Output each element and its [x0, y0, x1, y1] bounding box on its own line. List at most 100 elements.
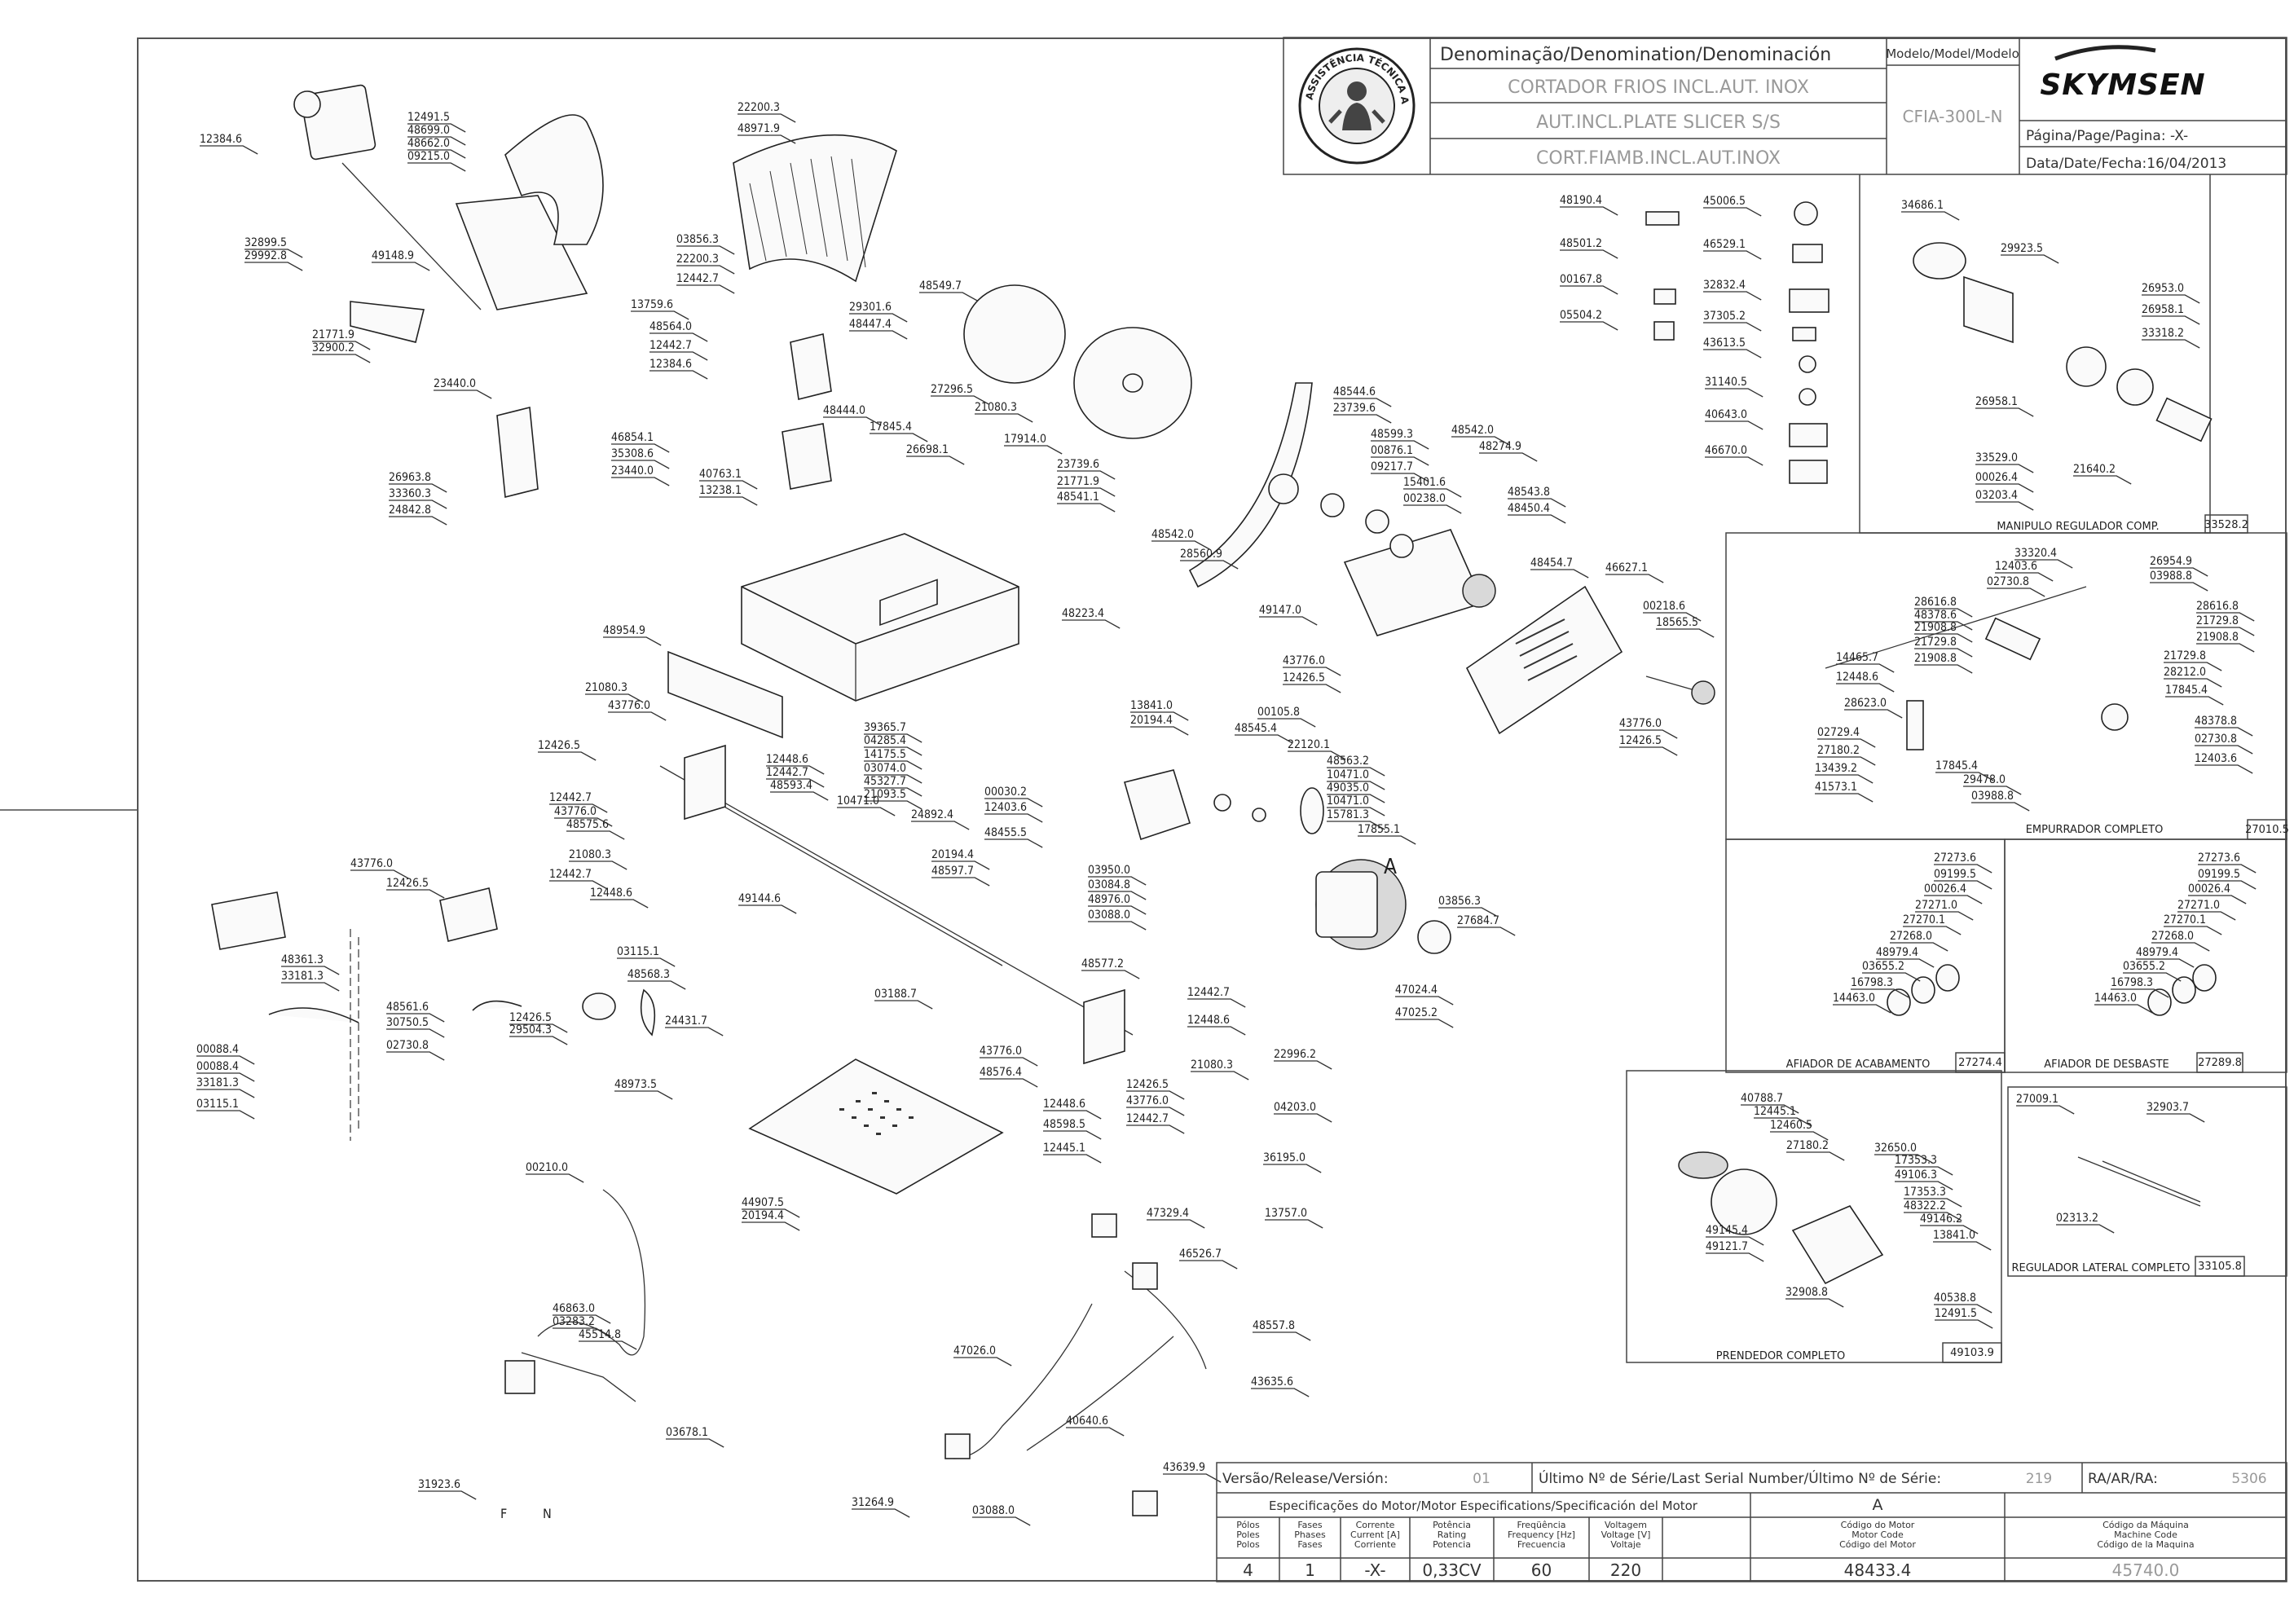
leader-line	[1901, 211, 1960, 221]
part-number-label: 48542.0	[1451, 424, 1494, 437]
leader-line	[931, 860, 990, 870]
part-number-label: 05504.2	[1560, 309, 1602, 322]
leader-line	[864, 746, 922, 756]
part-number-label: 33181.3	[196, 1076, 239, 1089]
leader-line	[1327, 781, 1385, 790]
leader-line	[1975, 483, 2034, 493]
part-number-label: 29478.0	[1963, 773, 2006, 786]
part-number-label: 29504.3	[509, 1023, 552, 1036]
leader-line	[1438, 907, 1497, 917]
leader-line	[1274, 1113, 1332, 1123]
leader-line	[2146, 1113, 2205, 1123]
spec-header: Voltagem	[1605, 1520, 1647, 1530]
part-number-label: 21908.8	[2196, 631, 2239, 644]
leader-line	[1263, 1164, 1322, 1173]
part-number-label: 30750.5	[386, 1016, 429, 1029]
leader-line	[1066, 1427, 1125, 1437]
part-number-label: 27180.2	[1817, 744, 1860, 757]
leader-line	[1530, 569, 1589, 579]
part-number-label: 03203.4	[1975, 489, 2018, 502]
part-number-label: 48274.9	[1479, 440, 1521, 453]
part-number-label: 49121.7	[1706, 1240, 1748, 1253]
spec-header: Voltage [V]	[1601, 1529, 1651, 1540]
leader-line	[1836, 683, 1895, 693]
leader-line	[738, 904, 797, 914]
leader-line	[2151, 942, 2210, 952]
part-number-label: 21908.8	[1914, 652, 1957, 665]
part-number-label: 49035.0	[1327, 781, 1369, 794]
leader-line	[2014, 559, 2073, 569]
part-number-label: 48501.2	[1560, 237, 1602, 250]
part-number-label: 20194.4	[742, 1209, 784, 1222]
part-number-label: 22200.3	[676, 253, 719, 266]
leader-line	[2198, 864, 2257, 874]
part-number-label: 03084.8	[1088, 878, 1130, 891]
part-number-label: 16798.3	[2111, 976, 2153, 989]
part-number-label: 48378.6	[1914, 609, 1957, 622]
leader-line	[1251, 1388, 1310, 1397]
leader-line	[2142, 339, 2200, 349]
leader-line	[1451, 436, 1510, 446]
part-number-label: 02730.8	[386, 1039, 429, 1052]
leader-line	[864, 787, 922, 797]
part-number-label: 48593.4	[770, 779, 812, 792]
part-number-label: 21771.9	[312, 328, 354, 341]
spec-value: 220	[1610, 1560, 1641, 1580]
part-number-label: 47024.4	[1395, 984, 1438, 997]
part-number-label: 27296.5	[931, 383, 973, 396]
part-number-label: 12442.7	[1126, 1112, 1169, 1125]
part-number-label: 49145.4	[1706, 1224, 1748, 1237]
leader-line	[386, 1051, 445, 1061]
leader-line	[984, 838, 1043, 848]
part-number-label: 13841.0	[1130, 699, 1173, 712]
leader-line	[770, 791, 829, 801]
part-number-label: 28616.8	[1914, 596, 1957, 609]
box-title-empurrador: EMPURRADOR COMPLETO	[2026, 824, 2164, 836]
leader-line	[1786, 1151, 1845, 1161]
part-number-label: 12442.7	[676, 272, 719, 285]
leader-line	[1560, 249, 1618, 259]
part-number-label: 48557.8	[1253, 1319, 1295, 1332]
leader-line	[196, 1110, 255, 1120]
part-number-label: 03655.2	[2123, 960, 2165, 973]
leader-line	[350, 869, 409, 879]
leader-line	[312, 341, 371, 350]
part-number-label: 17353.3	[1904, 1186, 1946, 1199]
leader-line	[837, 807, 896, 816]
box-code-afiador-desbaste: 27289.8	[2198, 1057, 2242, 1069]
part-number-label: 48542.0	[1151, 528, 1194, 541]
leader-line	[1259, 616, 1318, 626]
part-number-label: 21771.9	[1057, 475, 1099, 488]
leader-line	[1283, 684, 1341, 693]
part-number-label: 22996.2	[1274, 1048, 1316, 1061]
leader-line	[1915, 911, 1974, 921]
part-number-label: 03988.8	[2150, 570, 2192, 583]
leader-line	[2164, 678, 2222, 688]
part-number-label: 48564.0	[649, 320, 692, 333]
leader-line	[1705, 388, 1763, 398]
leader-line	[1844, 709, 1903, 719]
part-number-label: 31140.5	[1705, 376, 1747, 389]
part-number-label: 27268.0	[2151, 930, 2194, 943]
part-number-label: 46863.0	[553, 1302, 595, 1315]
leader-line	[1934, 1304, 1992, 1314]
leader-line	[1043, 1110, 1102, 1120]
leader-line	[1371, 440, 1429, 450]
leader-line	[1703, 322, 1762, 332]
part-number-label: 12426.5	[1619, 734, 1662, 747]
part-number-label: 43776.0	[1283, 654, 1325, 667]
spec-header: Polos	[1236, 1539, 1260, 1550]
part-number-label: 48568.3	[627, 968, 670, 981]
part-number-label: 27268.0	[1890, 930, 1932, 943]
leader-line	[1180, 560, 1239, 570]
spec-value: 0,33CV	[1422, 1560, 1481, 1580]
leader-line	[611, 443, 670, 453]
leader-line	[1479, 452, 1538, 462]
part-number-label: 00088.4	[196, 1043, 239, 1056]
leader-line	[766, 765, 825, 775]
spec-header: Fases	[1297, 1520, 1323, 1530]
leader-line	[1963, 786, 2022, 795]
part-number-label: 39365.7	[864, 721, 906, 734]
part-number-label: 48561.6	[386, 1001, 429, 1014]
part-number-label: 03088.0	[972, 1504, 1015, 1517]
